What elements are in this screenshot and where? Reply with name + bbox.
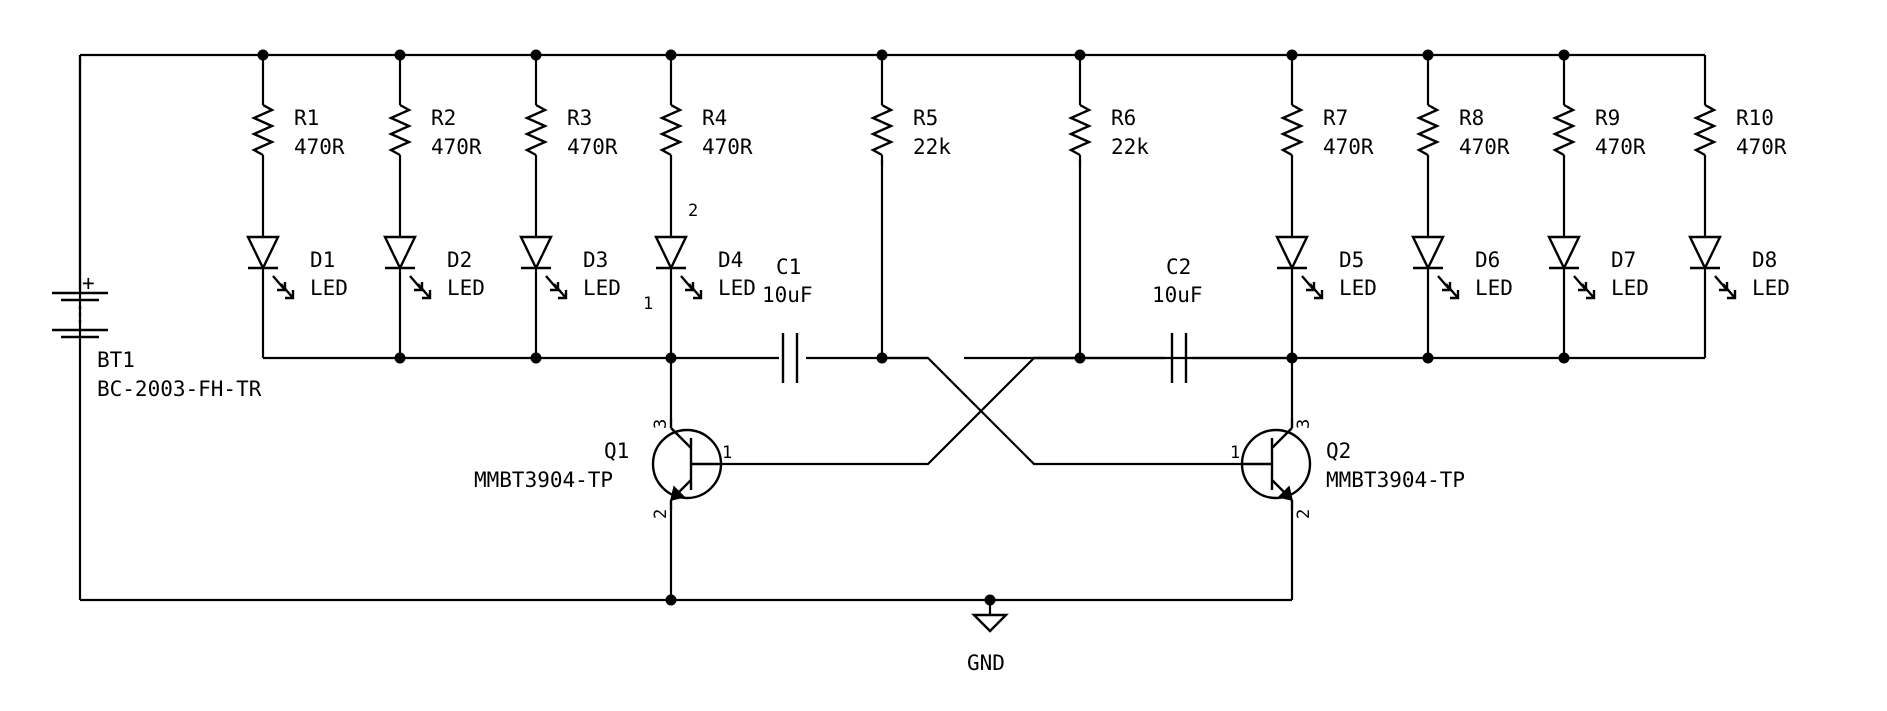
resistor-value: 470R (431, 135, 482, 159)
resistor-value: 470R (702, 135, 753, 159)
resistor-ref: R3 (567, 106, 592, 130)
junction-dot (665, 594, 677, 606)
resistor-ref: R10 (1736, 106, 1774, 130)
resistor-r3[interactable]: R3 470R (524, 55, 618, 165)
resistor-ref: R1 (294, 106, 319, 130)
led-ref: D5 (1339, 248, 1364, 272)
resistor-ref: R6 (1111, 106, 1136, 130)
resistor-ref: R2 (431, 106, 456, 130)
led-value: LED (310, 276, 348, 300)
led-value: LED (718, 276, 756, 300)
resistor-value: 470R (1323, 135, 1374, 159)
q2-pin-collector: 3 (1294, 419, 1314, 429)
led-value: LED (1475, 276, 1513, 300)
q2-value: MMBT3904-TP (1326, 468, 1465, 492)
capacitor-c1-ref: C1 (776, 255, 801, 279)
resistor-r10[interactable]: R10 470R (1693, 55, 1787, 165)
led-value: LED (1611, 276, 1649, 300)
resistor-value: 470R (567, 135, 618, 159)
led-ref: D3 (583, 248, 608, 272)
wires (78, 53, 1705, 615)
ground-label: GND (967, 651, 1005, 675)
capacitor-c1-value: 10uF (762, 283, 813, 307)
q1-pin-collector: 3 (651, 419, 671, 429)
junction-dot (1074, 352, 1086, 364)
led-ref: D7 (1611, 248, 1636, 272)
resistor-r4[interactable]: R4 470R (659, 55, 753, 165)
battery-bt1[interactable]: + BT1 BC-2003-FH-TR (52, 55, 262, 401)
q1-ref: Q1 (604, 439, 629, 463)
resistor-ref: R4 (702, 106, 727, 130)
junctions (257, 49, 1570, 606)
resistor-ref: R7 (1323, 106, 1348, 130)
led-value: LED (1339, 276, 1377, 300)
wire-cross-r6-q1 (719, 356, 1080, 466)
transistor-q1[interactable]: 3 1 2 Q1 MMBT3904-TP (474, 418, 732, 519)
resistor-value: 470R (294, 135, 345, 159)
resistor-r8[interactable]: R8 470R (1416, 55, 1510, 165)
q2-pin-emitter: 2 (1294, 509, 1314, 519)
capacitor-c1[interactable]: C1 10uF (762, 255, 813, 383)
led-ref: D1 (310, 248, 335, 272)
capacitor-c2[interactable]: C2 10uF (1152, 255, 1203, 383)
led-ref: D4 (718, 248, 743, 272)
led-value: LED (583, 276, 621, 300)
capacitor-c2-value: 10uF (1152, 283, 1203, 307)
resistor-value: 22k (1111, 135, 1149, 159)
led-ref: D8 (1752, 248, 1777, 272)
resistor-r1[interactable]: R1 470R (251, 55, 345, 165)
resistor-value: 470R (1736, 135, 1787, 159)
q2-ref: Q2 (1326, 439, 1351, 463)
resistor-value: 470R (1459, 135, 1510, 159)
led-value: LED (447, 276, 485, 300)
junction-dot (984, 594, 996, 606)
resistor-ref: R5 (913, 106, 938, 130)
q1-pin-base: 1 (722, 443, 732, 463)
resistor-r2[interactable]: R2 470R (388, 55, 482, 165)
resistor-value: 22k (913, 135, 951, 159)
resistor-value: 470R (1595, 135, 1646, 159)
transistor-q2[interactable]: 3 1 2 Q2 MMBT3904-TP (1230, 418, 1465, 519)
battery-ref: BT1 (97, 348, 135, 372)
resistor-ref: R9 (1595, 106, 1620, 130)
d4-pin-cathode: 1 (643, 294, 653, 314)
resistor-ref: R8 (1459, 106, 1484, 130)
resistor-r7[interactable]: R7 470R (1280, 55, 1374, 165)
q1-pin-emitter: 2 (651, 509, 671, 519)
led-ref: D2 (447, 248, 472, 272)
resistor-r9[interactable]: R9 470R (1552, 55, 1646, 165)
led-value: LED (1752, 276, 1790, 300)
q2-pin-base: 1 (1230, 443, 1240, 463)
junction-dot (876, 352, 888, 364)
ground-symbol: GND (967, 613, 1009, 675)
d4-pin-anode: 2 (688, 201, 698, 221)
resistors: R1470RR2470RR3470RR4470RR522kR622kR7470R… (251, 55, 1787, 165)
q1-value: MMBT3904-TP (474, 468, 613, 492)
capacitor-c2-ref: C2 (1166, 255, 1191, 279)
battery-plus-sign: + (82, 271, 95, 295)
wire-cross-r5-q2 (882, 356, 1243, 466)
battery-value: BC-2003-FH-TR (97, 377, 262, 401)
led-ref: D6 (1475, 248, 1500, 272)
